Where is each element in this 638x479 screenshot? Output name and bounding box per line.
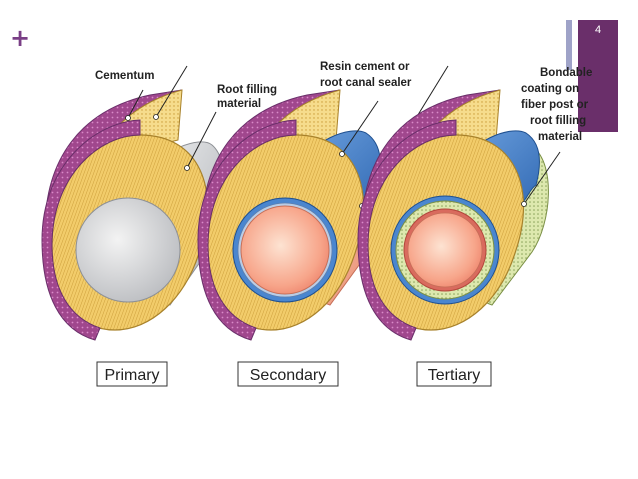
caption-primary: Primary: [96, 361, 168, 387]
coating-leader: [523, 151, 561, 205]
filling-face: [240, 205, 330, 295]
gutta-percha-face: [75, 197, 181, 303]
page-number: 4: [594, 24, 602, 36]
label-bondable-line4: root filling: [530, 115, 586, 127]
label-cementum: Cementum: [95, 70, 154, 82]
caption-primary-text: Primary: [104, 367, 159, 384]
caption-secondary: Secondary: [237, 361, 339, 387]
root-filling-leader: [186, 111, 217, 169]
label-resin-line2: root canal sealer: [320, 77, 412, 89]
caption-tertiary: Tertiary: [416, 361, 492, 387]
label-root-filling-line2: material: [217, 98, 261, 110]
sealer-leader: [341, 100, 379, 155]
caption-tertiary-text: Tertiary: [428, 367, 480, 384]
label-bondable-line3: fiber post or: [521, 99, 589, 111]
label-bondable-line1: Bondable: [540, 67, 592, 79]
label-root-filling-line1: Root filling: [217, 84, 277, 96]
caption-secondary-text: Secondary: [250, 367, 327, 384]
plus-icon: +: [10, 24, 31, 52]
corner-accent-bar: [566, 20, 572, 70]
corner-accent-box: [578, 20, 618, 132]
secondary-illustration: [197, 65, 449, 341]
cementum-edge: [41, 119, 141, 341]
cementum-leader-2: [155, 65, 188, 118]
label-resin-line1: Resin cement or: [320, 61, 410, 73]
cementum-leader: [127, 89, 144, 119]
labels: Cementum Root filling material Resin cem…: [95, 61, 592, 143]
label-bondable-line5: material: [538, 131, 582, 143]
cementum-edge: [357, 119, 457, 341]
tertiary-illustration: [357, 89, 561, 341]
cementum-edge: [197, 119, 297, 341]
filling-face: [407, 212, 483, 288]
primary-illustration: [41, 65, 226, 341]
label-bondable-line2: coating on: [521, 83, 579, 95]
